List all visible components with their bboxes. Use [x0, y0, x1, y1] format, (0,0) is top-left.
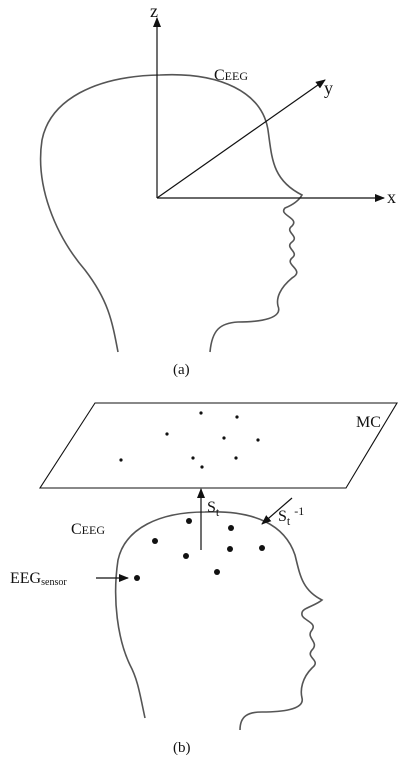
y-axis: [156, 79, 326, 199]
frame-label-a: CEEG: [214, 67, 248, 84]
plane-dot: [200, 465, 204, 469]
caption-a: (a): [173, 362, 190, 378]
head-outline-a: [39, 73, 304, 353]
plane-dot: [222, 436, 226, 440]
plane-dot: [191, 456, 195, 460]
sensor-dot: [228, 525, 234, 531]
sensor-dot: [227, 546, 233, 552]
mc-plane: [38, 402, 398, 489]
sensor-dot: [259, 545, 265, 551]
z-axis-label: z: [150, 1, 158, 21]
head-outline-b: [114, 511, 324, 731]
st-label: St: [207, 499, 220, 519]
y-axis-label: y: [324, 78, 333, 98]
plane-dot: [119, 458, 123, 462]
plane-dots: [119, 411, 260, 469]
st-inverse-label: St-1: [278, 504, 304, 528]
plane-dot: [165, 432, 169, 436]
mc-label: MC: [356, 414, 381, 431]
sensor-label: EEGsensor: [10, 570, 67, 588]
sensor-dot: [214, 569, 220, 575]
sensor-dot: [152, 538, 158, 544]
caption-b: (b): [173, 740, 191, 756]
x-axis-label: x: [387, 187, 396, 207]
st-inverse-arrow: [261, 497, 293, 525]
panel-b: MC St St-1 CEEG: [10, 402, 398, 756]
sensor-dot: [134, 575, 140, 581]
plane-dot: [234, 456, 238, 460]
plane-dot: [199, 411, 203, 415]
frame-label-b: CEEG: [71, 521, 105, 538]
plane-dot: [256, 438, 260, 442]
panel-a: z y x CEEG (a): [39, 1, 396, 378]
sensor-dots: [134, 518, 265, 581]
sensor-dot: [186, 518, 192, 524]
sensor-dot: [183, 553, 189, 559]
plane-dot: [235, 415, 239, 419]
